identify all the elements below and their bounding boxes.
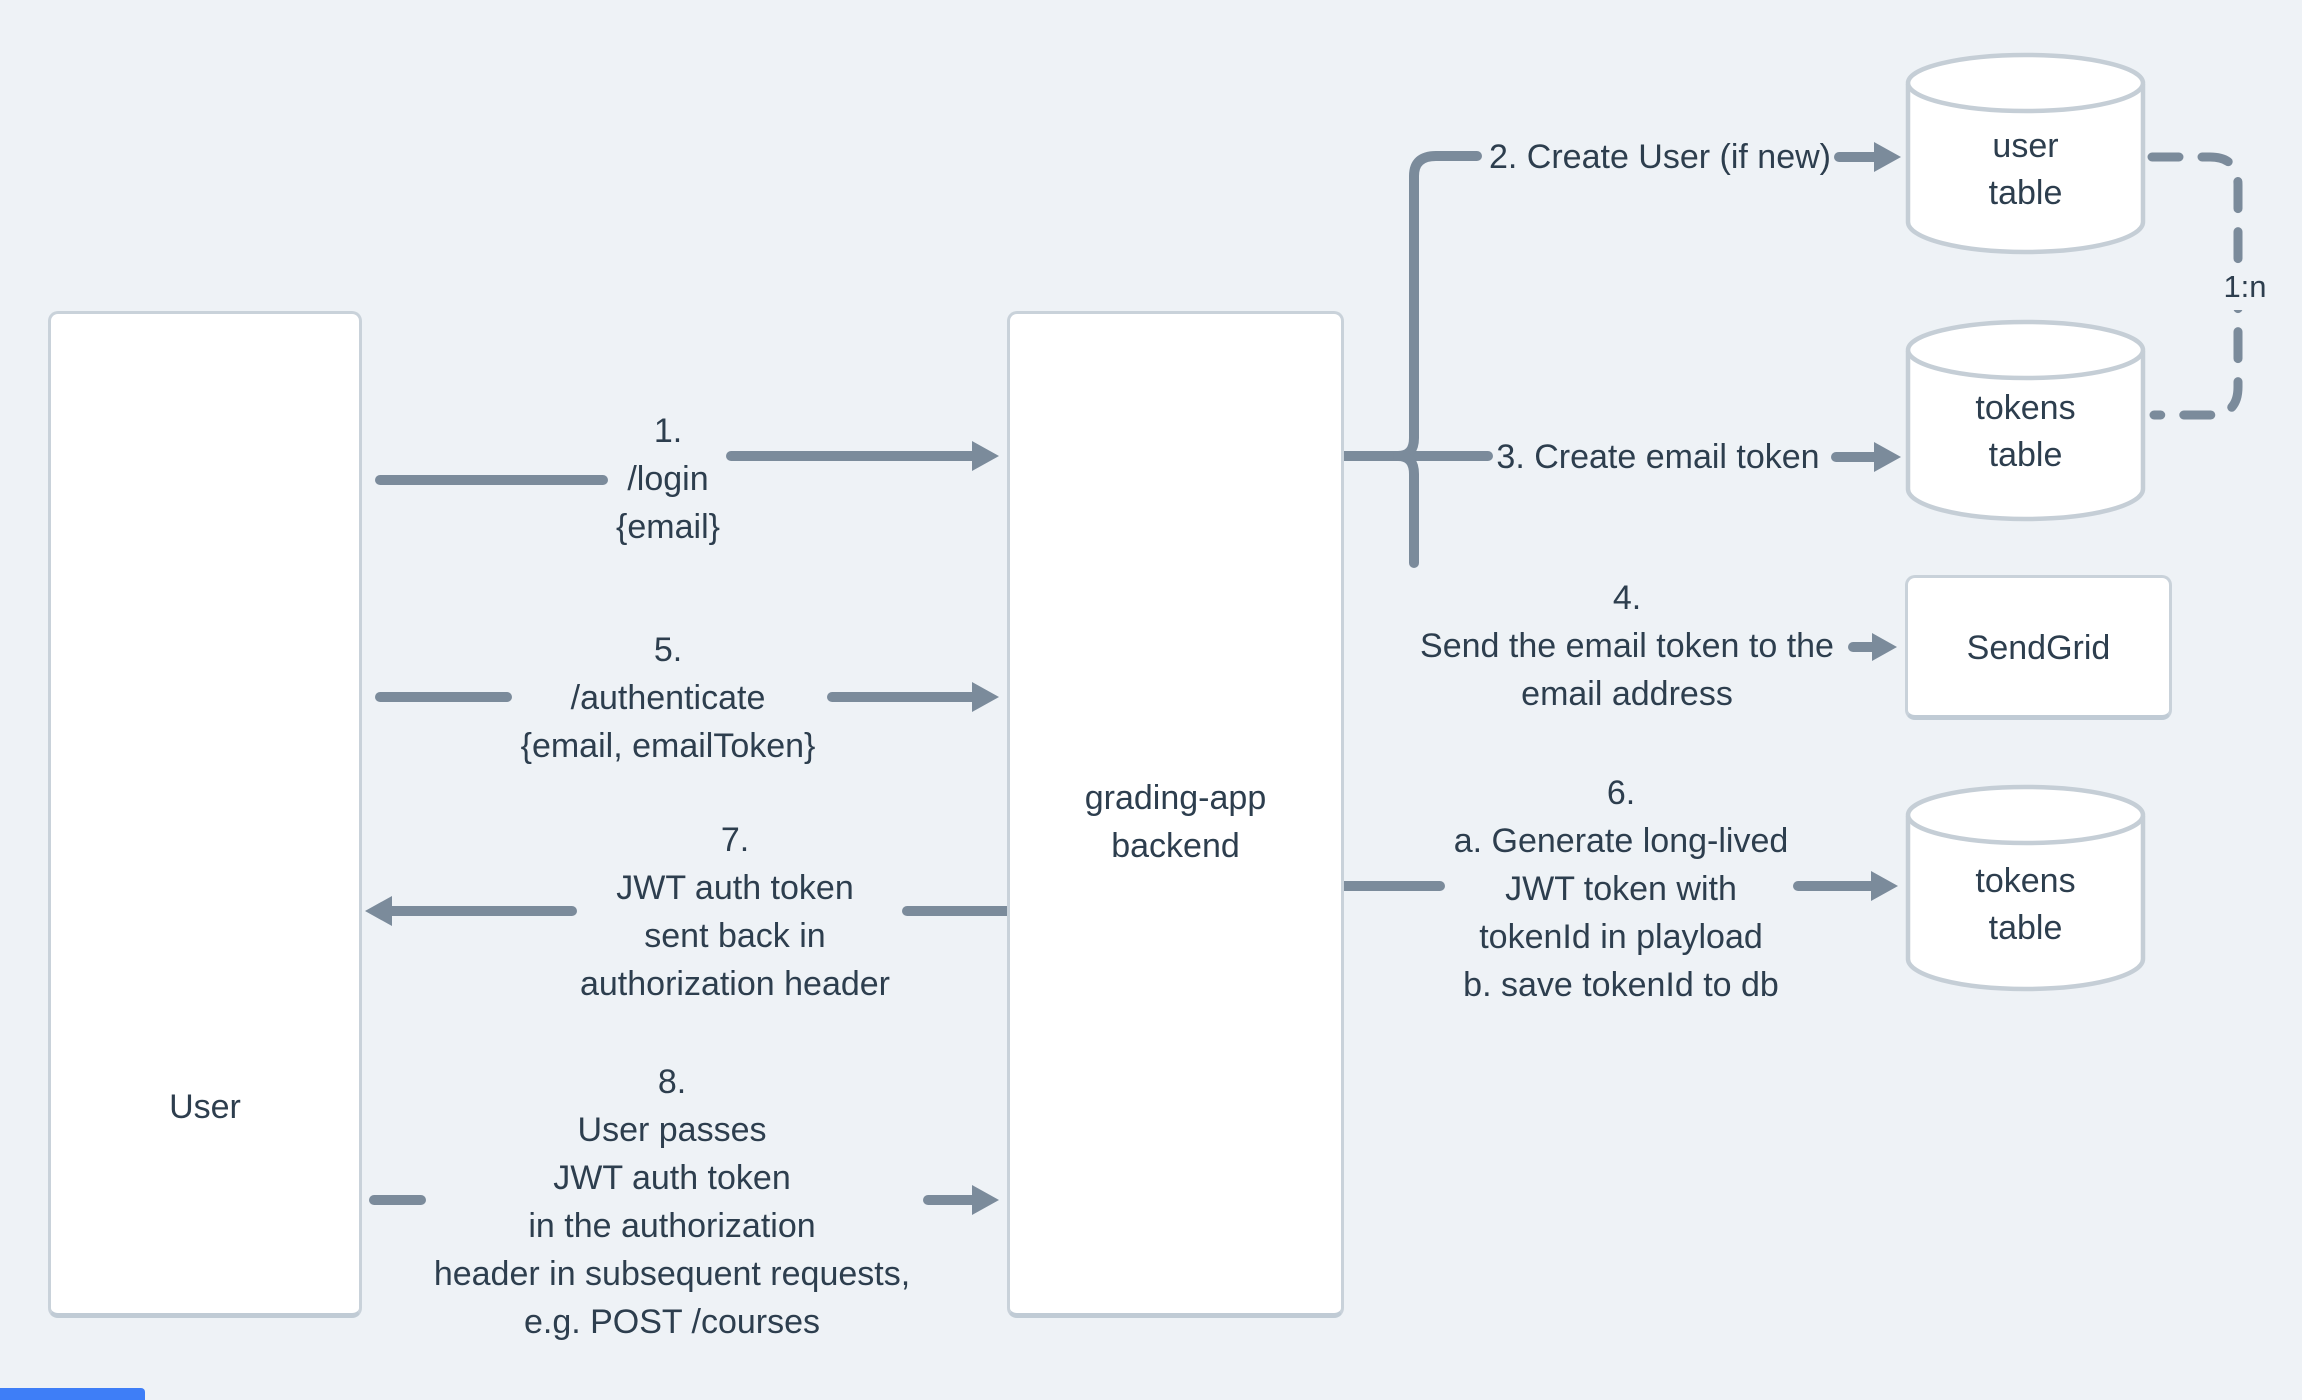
step4-label: 4. Send the email token to the email add… [1420,579,1834,713]
user-node[interactable]: User [48,311,362,1318]
arrowhead-step1 [972,441,999,471]
partial-blue-element [0,1388,145,1400]
edge-branch-up [1393,151,1482,461]
arrowhead-step4 [1872,633,1897,661]
step8-label: 8. User passes JWT auth token in the aut… [433,1063,911,1341]
arrowhead-step5 [972,682,999,712]
step1-label: 1. /login {email} [616,412,720,546]
edge-branch-down [1393,451,1419,568]
database-cylinder-icon [1905,319,2146,522]
step6-label: 6. a. Generate long-lived JWT token with… [1453,774,1789,1004]
step3-label: 3. Create email token [1496,438,1820,476]
sendgrid-node[interactable]: SendGrid [1905,575,2172,720]
step5-label: 5. /authenticate {email, emailToken} [520,631,816,765]
arrowhead-step8 [972,1185,999,1215]
arrowhead-step2 [1874,142,1901,172]
sendgrid-node-label: SendGrid [1966,629,2111,667]
tokens-table-bottom-label: tokens table [1975,862,2076,947]
database-cylinder-icon [1905,784,2146,992]
arrowhead-step6 [1871,871,1898,901]
tokens-table-top-label: tokens table [1975,389,2076,474]
relation-cardinality-label: 1:n [2212,264,2278,310]
user-table-label: user table [1988,127,2063,212]
tokens-table-bottom-node[interactable]: tokens table [1903,782,2148,995]
user-node-label: User [169,1088,241,1126]
tokens-table-top-node[interactable]: tokens table [1903,317,2148,525]
backend-node-label: grading-app backend [1084,779,1267,865]
arrowhead-step7 [365,896,392,926]
step7-label: 7. JWT auth token sent back in authoriza… [579,821,891,1003]
database-cylinder-icon [1905,52,2146,255]
arrowhead-step3 [1874,442,1901,472]
user-table-node[interactable]: user table [1903,50,2148,258]
step2-label: 2. Create User (if new) [1489,138,1831,176]
backend-node[interactable]: grading-app backend [1007,311,1344,1318]
